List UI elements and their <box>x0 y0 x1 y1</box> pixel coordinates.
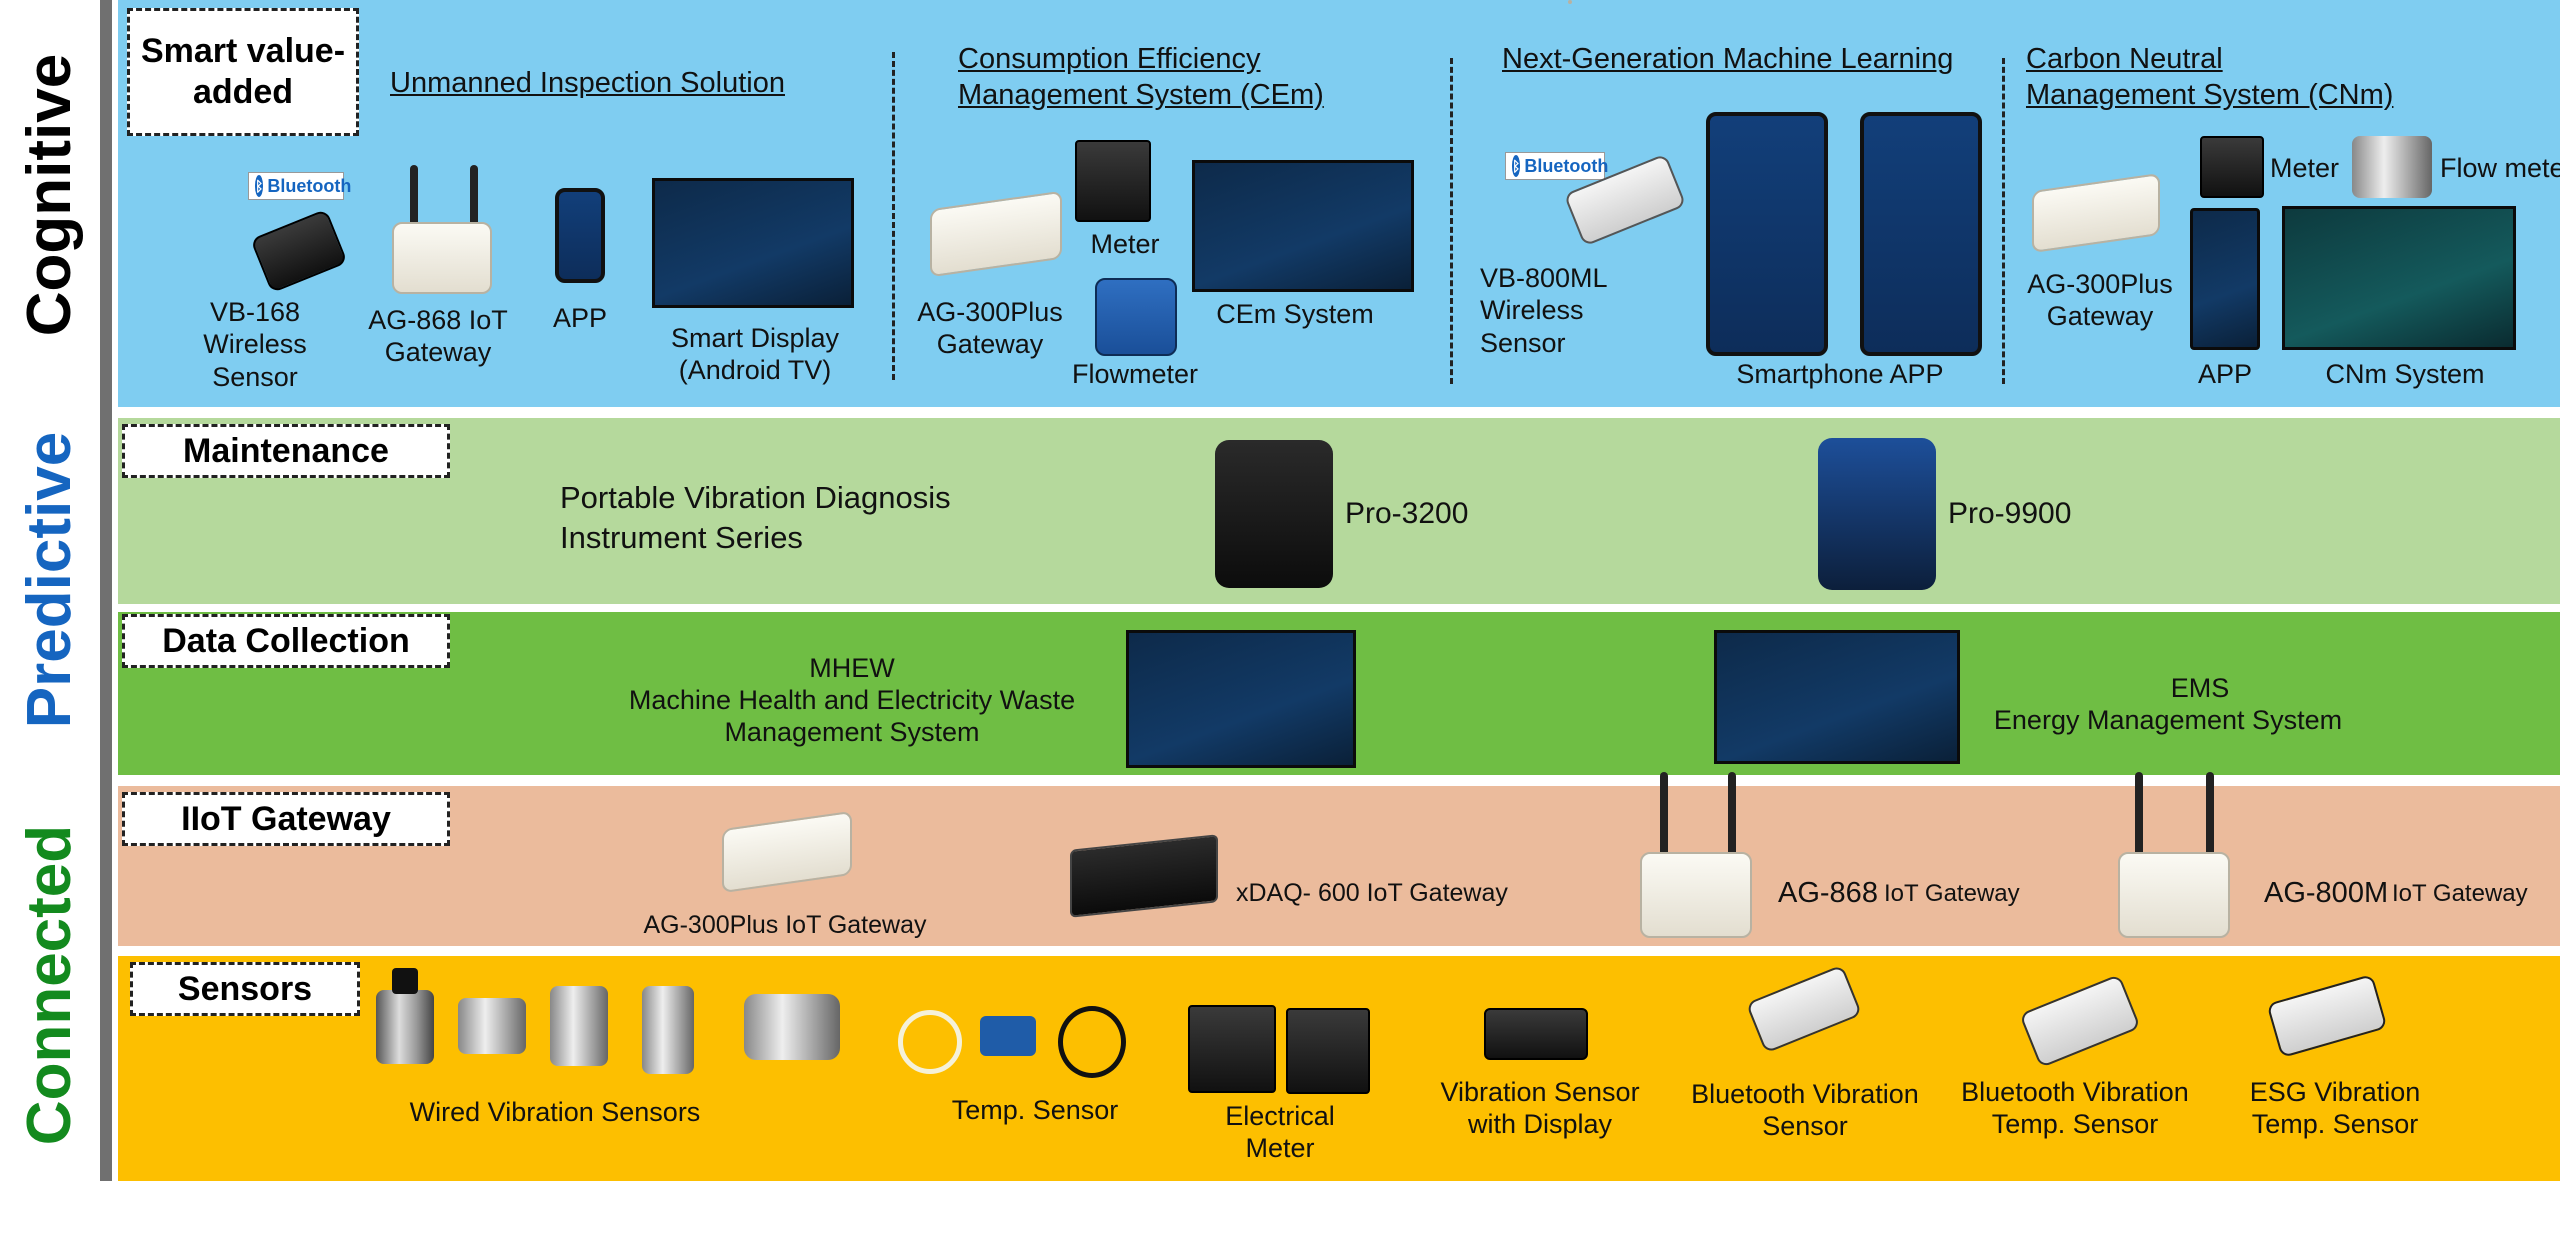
section-title-ml: Next-Generation Machine Learning <box>1502 43 1954 75</box>
cnm-flowmeter-image <box>2352 136 2432 198</box>
smartphone-app-screen-2 <box>1860 112 1982 356</box>
temp-transmitter-box <box>980 1016 1036 1056</box>
cnm-meter-image <box>2200 136 2264 198</box>
cnm-system-label: CNm System <box>2325 359 2485 389</box>
pro9900-label: Pro-9900 <box>1948 497 2072 530</box>
pro3200-label: Pro-3200 <box>1345 497 1469 530</box>
tag-maintenance: Maintenance <box>122 424 450 478</box>
side-label-connected: Connected <box>15 824 84 1146</box>
tag-data-collection: Data Collection <box>122 614 450 668</box>
section-divider-1 <box>892 52 895 380</box>
cnm-app-screen <box>2190 208 2260 350</box>
cem-meter-image <box>1075 140 1151 222</box>
app-label: APP <box>552 303 608 333</box>
wired-vibration-sensors-label: Wired Vibration Sensors <box>409 1097 701 1127</box>
flowmeter-image <box>1095 278 1177 356</box>
mhew-label-line1: MHEW <box>809 653 895 683</box>
bluetooth-logo: ᛒ Bluetooth <box>248 172 351 200</box>
wired-vibration-sensors-group <box>370 968 850 1088</box>
app-phone-image <box>555 188 605 283</box>
ems-label-line2: Energy Management System <box>1993 705 2343 735</box>
bluetooth-text: Bluetooth <box>267 175 352 196</box>
mhew-label-line3: Management System <box>724 717 980 747</box>
smart-display-image <box>652 178 854 308</box>
cem-system-screen <box>1192 160 1414 292</box>
bluetooth-logo-ml: ᛒ Bluetooth <box>1505 152 1609 180</box>
ag800m-antenna-right <box>2206 772 2214 862</box>
ag868-gw-antenna-left <box>1660 772 1668 862</box>
section-title-unmanned-inspection: Unmanned Inspection Solution <box>390 67 785 99</box>
smartphone-app-screen-1 <box>1706 112 1828 356</box>
vibration-sensor-display-image <box>1484 1008 1588 1060</box>
wired-sensor-3-image <box>550 986 608 1066</box>
cem-meter-label: Meter <box>1090 229 1160 259</box>
bluetooth-vibration-temp-sensor-label: Bluetooth Vibration Temp. Sensor <box>1961 1077 2189 1140</box>
smartphone-app-label: Smartphone APP <box>1736 359 1944 389</box>
ag868-gateway-suffix: IoT Gateway <box>1884 880 2020 907</box>
ag800m-gateway-name: AG-800M <box>2264 877 2389 909</box>
tag-sensors: Sensors <box>130 962 360 1016</box>
left-divider-bar <box>100 0 112 1181</box>
esg-sensor-label: ESG Vibration Temp. Sensor <box>2249 1077 2421 1140</box>
electrical-meter-1-image <box>1188 1005 1276 1093</box>
wired-sensor-2-image <box>458 998 526 1054</box>
flowmeter-label: Flowmeter <box>1071 359 1199 389</box>
bluetooth-icon: ᛒ <box>1512 155 1521 177</box>
section-divider-2 <box>1450 58 1453 384</box>
cem-system-label: CEm System <box>1216 299 1374 329</box>
tag-smart-value-added: Smart value-added <box>127 8 359 136</box>
mhew-system-screen <box>1126 630 1356 768</box>
ag300plus-gateway-label: AG-300Plus IoT Gateway <box>643 911 927 939</box>
cnm-meter-label: Meter <box>2270 153 2340 183</box>
section-title-cem-line2: Management System (CEm) <box>958 79 1324 111</box>
ems-system-screen <box>1714 630 1960 764</box>
tag-iiot-gateway: IIoT Gateway <box>122 792 450 846</box>
bluetooth-vibration-sensor-label: Bluetooth Vibration Sensor <box>1691 1079 1919 1142</box>
bluetooth-icon: ᛒ <box>255 175 264 197</box>
ag868-gateway-image <box>1640 852 1752 938</box>
cnm-flowmeter-label: Flow meter <box>2440 153 2560 183</box>
ag868-label: AG-868 IoT Gateway <box>368 305 508 368</box>
temp-sensor-label: Temp. Sensor <box>951 1095 1119 1125</box>
electrical-meter-2-image <box>1286 1008 1370 1094</box>
ag800m-gateway-image <box>2118 852 2230 938</box>
section-title-cem-line1: Consumption Efficiency <box>958 43 1261 75</box>
ag868-gw-antenna-right <box>1728 772 1736 862</box>
ag868-gateway-name: AG-868 <box>1778 877 1878 909</box>
wired-sensor-1-cap <box>392 968 418 994</box>
section-title-cnm-line1: Carbon Neutral <box>2026 43 2223 75</box>
vb800ml-label: VB-800ML Wireless Sensor <box>1480 263 1607 358</box>
band-maintenance <box>118 418 2560 604</box>
ag868-antenna-left <box>410 165 418 245</box>
wired-sensor-4-image <box>642 986 694 1074</box>
temp-sensor-image <box>898 1000 1130 1084</box>
section-title-cnm-line2: Management System (CNm) <box>2026 79 2394 111</box>
wired-sensor-1-image <box>376 990 434 1064</box>
smart-display-label: Smart Display (Android TV) <box>670 323 840 386</box>
vb800ml-spacer <box>1568 0 1572 4</box>
temp-cable-coil-left <box>898 1010 962 1074</box>
vb168-label: VB-168 Wireless Sensor <box>203 297 307 392</box>
ag868-gateway-image <box>392 222 492 294</box>
bluetooth-text: Bluetooth <box>1524 155 1609 176</box>
ag800m-antenna-left <box>2135 772 2143 862</box>
ag800m-gateway-suffix: IoT Gateway <box>2392 880 2528 907</box>
wired-sensor-5-image <box>744 994 840 1060</box>
vibration-sensor-display-label: Vibration Sensor with Display <box>1440 1077 1640 1140</box>
xdaq600-gateway-label: xDAQ- 600 IoT Gateway <box>1236 879 1508 907</box>
mhew-label-line2: Machine Health and Electricity Waste <box>628 685 1076 715</box>
ems-label-line1: EMS <box>2170 673 2230 703</box>
ag868-antenna-right <box>470 165 478 245</box>
section-divider-3 <box>2002 58 2005 384</box>
cem-gateway-label: AG-300Plus Gateway <box>917 297 1063 360</box>
electrical-meter-label: Electrical Meter <box>1225 1101 1335 1164</box>
temp-cable-coil-right <box>1058 1006 1126 1078</box>
pro3200-case-image <box>1215 440 1333 588</box>
portable-vibration-series-label: Portable Vibration Diagnosis Instrument … <box>560 480 951 556</box>
pro9900-case-image <box>1818 438 1936 590</box>
cnm-system-screen <box>2282 206 2516 350</box>
cnm-app-label: APP <box>2197 359 2253 389</box>
cnm-gateway-label: AG-300Plus Gateway <box>2027 269 2173 332</box>
